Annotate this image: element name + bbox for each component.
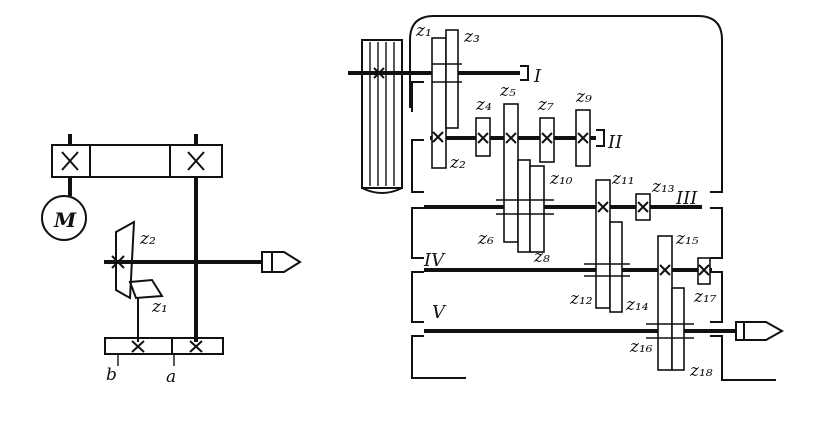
gear-label-z1: z₁: [415, 21, 432, 41]
gear-label-z17: z₁₇: [693, 287, 717, 307]
gear-label-z7: z₇: [537, 95, 554, 115]
gear-z10: [517, 159, 531, 253]
gear-label-z3: z₃: [463, 27, 480, 47]
gear-z18: [671, 287, 685, 371]
change-gear-label-a: a: [166, 367, 176, 387]
gear-label-z1: z₁: [151, 297, 168, 317]
shaft-label-III: III: [675, 188, 698, 209]
gear-z15: [657, 235, 673, 371]
change-gear-b-x: [131, 340, 145, 353]
gear-label-z14: z₁₄: [625, 295, 649, 315]
bevel-gear-z2: [111, 220, 136, 300]
gear-label-z5: z₅: [499, 81, 516, 101]
pulley-left-x: [61, 151, 79, 171]
gear-z14: [609, 221, 623, 313]
gear-label-z11: z₁₁: [611, 169, 635, 189]
gear-z1: [431, 37, 447, 169]
spindle-cone: [261, 251, 302, 273]
shaft-label-V: V: [432, 302, 447, 323]
gear-label-z15: z₁₅: [675, 229, 699, 249]
change-gear-bar: [104, 337, 224, 355]
input-pulley: [361, 39, 403, 194]
gear-label-z9: z₉: [575, 87, 592, 107]
left-scheme: M z₂ z₁: [41, 134, 302, 387]
gear-label-z2: z₂: [449, 153, 466, 173]
change-gear-a-x: [189, 340, 203, 353]
gear-z5: [503, 103, 519, 243]
gear-label-z2: z₂: [139, 229, 156, 249]
gear-label-z13: z₁₃: [651, 177, 675, 197]
gear-label-z12: z₁₂: [569, 289, 593, 309]
gear-label-z6: z₆: [477, 229, 494, 249]
gear-label-z8: z₈: [533, 247, 550, 267]
pulley-right-x: [187, 151, 205, 171]
shaft-label-I: I: [533, 66, 542, 87]
housing-left-wall: [411, 81, 466, 379]
motor: [41, 195, 87, 241]
gear-z7: [539, 117, 555, 163]
change-gear-label-b: b: [106, 365, 117, 385]
bevel-gear-z1: [128, 278, 164, 342]
right-scheme: I II III IV V z₁ z₃ z₂ z₄: [348, 15, 785, 381]
gear-label-z4: z₄: [475, 95, 492, 115]
gear-label-z10: z₁₀: [549, 169, 573, 189]
gear-label-z18: z₁₈: [689, 361, 713, 381]
gearbox-housing-outline: [409, 15, 723, 112]
gear-z8: [529, 165, 545, 253]
output-spindle-cone: [735, 321, 785, 341]
housing-right-wall: [710, 112, 776, 381]
belt-drive-housing: [51, 144, 223, 178]
shaft-label-IV: IV: [423, 250, 446, 271]
shaft-label-II: II: [607, 132, 623, 153]
gear-label-z16: z₁₆: [629, 337, 653, 357]
gear-z11: [595, 179, 611, 309]
gear-z3: [445, 29, 459, 129]
motor-label: M: [53, 208, 77, 232]
